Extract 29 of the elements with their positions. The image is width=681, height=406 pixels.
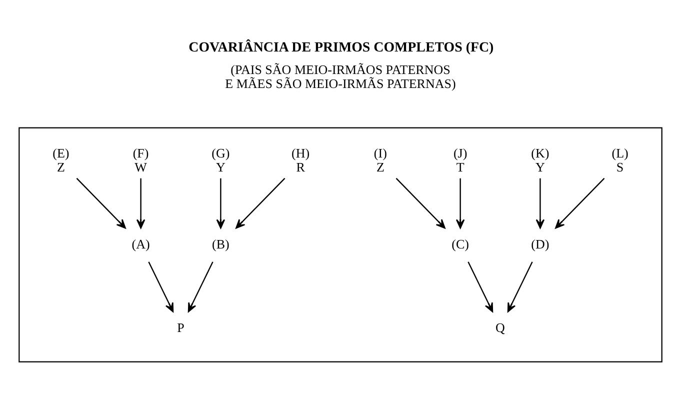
arrow <box>396 177 446 228</box>
arrow <box>456 178 465 228</box>
arrow <box>136 178 146 228</box>
node-text: (L) S <box>612 145 628 174</box>
node-text: (G) Y <box>212 145 230 174</box>
node-text: (D) <box>531 236 550 251</box>
arrow <box>507 261 533 312</box>
arrow <box>216 178 226 228</box>
node-text: Q <box>496 319 505 334</box>
label: (PAIS SÃO MEIO-IRMÃOS PATERNOS E MÃES SÃO MEIO-IRMÃS PATERNAS) <box>225 62 456 91</box>
arrow <box>76 177 126 228</box>
node-text: (C) <box>452 236 469 251</box>
node-text: (H) R <box>292 145 310 174</box>
cluster <box>18 126 662 362</box>
arrow <box>148 261 174 312</box>
arrow <box>468 261 494 312</box>
arrow <box>188 261 214 312</box>
node-text: (K) Y <box>531 145 550 174</box>
node-text: (J) T <box>453 145 468 174</box>
diagram-title: COVARIÂNCIA DE PRIMOS COMPLETOS (FC) <box>188 40 494 56</box>
node-text: (A) <box>132 236 150 251</box>
arrow <box>555 177 605 228</box>
node-text: (E) Z <box>52 145 70 174</box>
arrow <box>236 177 286 228</box>
node-text: (I) Z <box>374 145 387 174</box>
node-text: (F) W <box>132 145 149 174</box>
node-text: (B) <box>212 236 230 251</box>
node-text: P <box>177 319 184 334</box>
arrow <box>536 178 545 228</box>
